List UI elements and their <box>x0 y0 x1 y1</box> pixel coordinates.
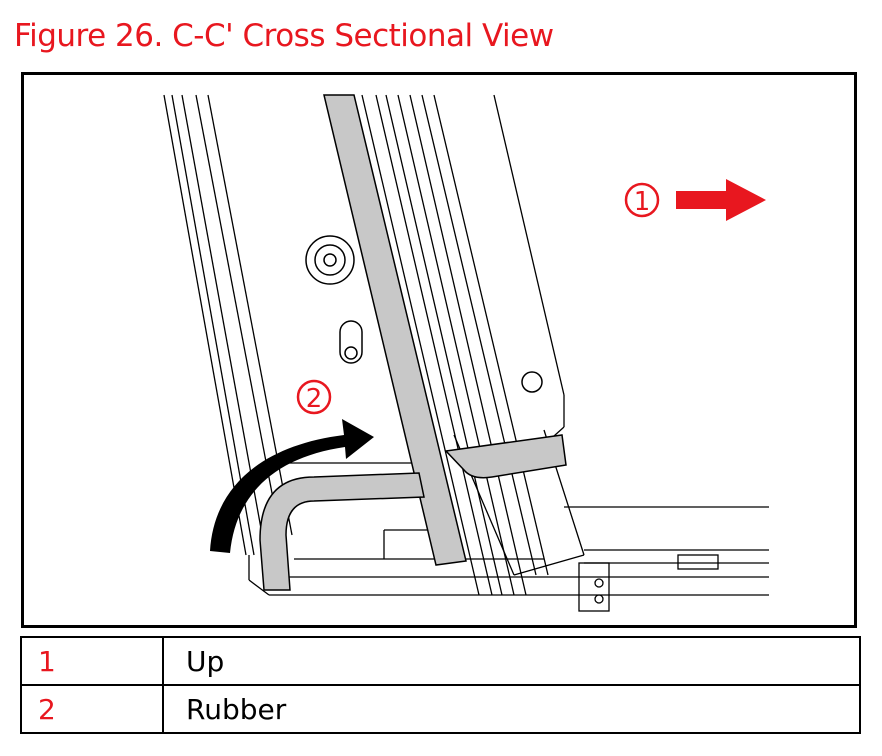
legend-label: Up <box>162 636 861 686</box>
callout-1-number: 1 <box>634 187 651 217</box>
curved-arrow-icon <box>210 419 374 553</box>
rubber-l-shape <box>259 472 425 591</box>
straight-right-arrow-icon <box>676 179 766 221</box>
rubber-right-piece <box>444 434 567 479</box>
bolt-icons <box>305 235 543 393</box>
outer-frame-lines <box>163 94 769 612</box>
rubber-strip-vertical <box>323 94 467 566</box>
legend-number: 1 <box>20 636 164 686</box>
legend-label: Rubber <box>162 684 861 734</box>
cross-section-diagram: 1 2 <box>21 72 857 628</box>
callout-2-number: 2 <box>306 384 323 414</box>
legend-number: 2 <box>20 684 164 734</box>
legend-row: 1 Up <box>20 636 861 686</box>
figure-title: Figure 26. C-C' Cross Sectional View <box>14 18 554 54</box>
callout-1: 1 <box>624 179 766 221</box>
legend-table: 1 Up 2 Rubber <box>20 636 861 734</box>
legend-row: 2 Rubber <box>20 684 861 734</box>
callout-2: 2 <box>210 379 374 553</box>
cross-section-drawing: 1 2 <box>163 94 769 612</box>
